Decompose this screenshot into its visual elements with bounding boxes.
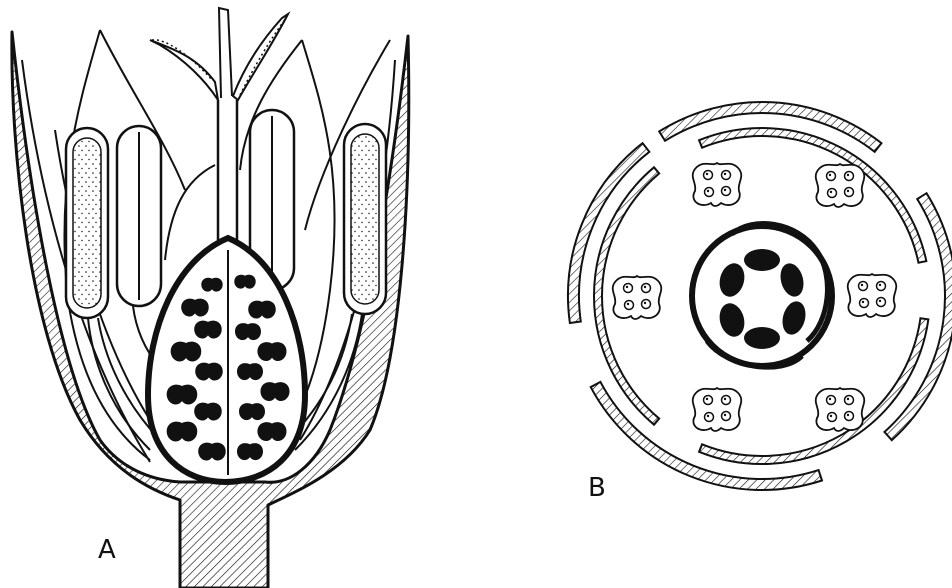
panel-a-label: A xyxy=(98,535,116,565)
stamens xyxy=(613,163,897,431)
anther-5 xyxy=(693,388,742,431)
panel-b-label: B xyxy=(588,473,606,503)
anther-3 xyxy=(848,274,897,317)
sepal-1 xyxy=(659,102,881,152)
anther-2 xyxy=(816,164,865,207)
ovules-b xyxy=(716,249,809,349)
anther-6 xyxy=(613,276,662,319)
anther-4 xyxy=(816,388,865,431)
panel-a-longitudinal-section: A xyxy=(12,8,409,588)
sepal-2 xyxy=(884,193,952,440)
anther-1 xyxy=(693,163,742,206)
panel-b-floral-diagram xyxy=(568,102,952,490)
gynoecium xyxy=(692,224,832,368)
